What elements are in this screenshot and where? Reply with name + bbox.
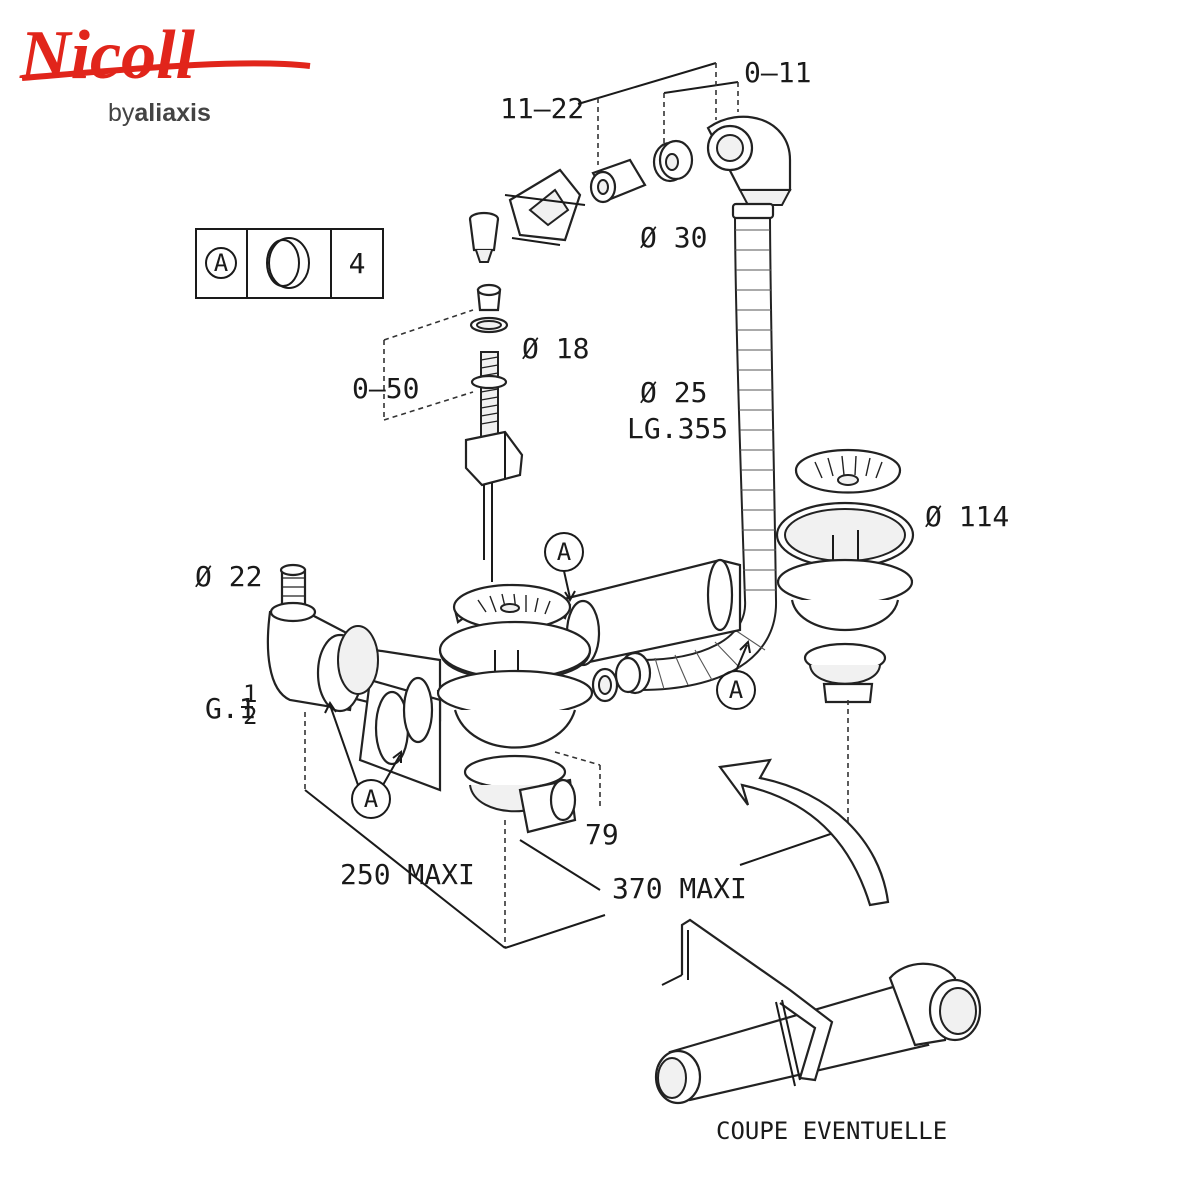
hose-connector-nut: [591, 651, 652, 703]
logo-swoosh: [21, 60, 311, 81]
dim-250-label: 250 MAXI: [340, 858, 475, 891]
hose-ribs: [654, 229, 776, 690]
svg-text:A: A: [729, 676, 744, 704]
cut-pipe-detail: [654, 962, 982, 1105]
svg-text:A: A: [557, 538, 572, 566]
push-rod-dimension: [383, 309, 474, 421]
dim-0-11-label: 0–11: [744, 56, 811, 89]
overflow-cover: [652, 139, 694, 183]
callout-a-bottom: A: [324, 701, 402, 819]
control-knob: [468, 211, 500, 263]
overflow-dimension-leaders: [577, 62, 739, 165]
dim-79-label: 79: [585, 818, 619, 851]
svg-text:A: A: [364, 785, 379, 813]
diam-25-label: Ø 25: [640, 376, 707, 409]
left-strainer-basket: [436, 583, 594, 834]
tagline-name: aliaxis: [134, 99, 210, 127]
thread-frac-num: 1: [243, 680, 257, 708]
right-strainer-basket: [775, 448, 915, 704]
diam-22-label: Ø 22: [195, 560, 262, 593]
length-355-label: LG.355: [627, 412, 728, 445]
cut-note-label: COUPE EVENTUELLE: [716, 1117, 947, 1145]
hacksaw-icon: [661, 918, 834, 1087]
overflow-head: [706, 115, 792, 206]
legend-symbol: A: [214, 249, 229, 277]
diam-18-label: Ø 18: [522, 332, 589, 365]
dim-370-label: 370 MAXI: [612, 872, 747, 905]
diam-114-label: Ø 114: [925, 500, 1009, 533]
bottom-dimension-lines: [304, 700, 849, 949]
thread-g-text: G.1: [205, 692, 256, 725]
callout-a-top: A: [544, 532, 584, 602]
tagline: byaliaxis: [108, 99, 211, 127]
dim-11-22-label: 11–22: [500, 92, 584, 125]
tagline-prefix: by: [108, 99, 135, 127]
seal-ring-icon: [266, 237, 310, 289]
push-rod-assembly: [464, 283, 524, 582]
dishwasher-hose-tail: [266, 563, 379, 713]
legend-quantity: 4: [349, 247, 366, 280]
legend-box: A 4: [195, 228, 384, 299]
dim-0-50-label: 0–50: [352, 372, 419, 405]
curved-arrow-icon: [718, 758, 890, 907]
logo-text: Nicoll: [19, 17, 196, 94]
diam-30-label: Ø 30: [640, 221, 707, 254]
thread-frac-den: 2: [243, 702, 257, 730]
control-bracket: [504, 168, 586, 246]
flexible-overflow-hose: [639, 202, 778, 691]
callout-a-right: A: [716, 639, 756, 710]
thread-g-label: G.1: [205, 692, 256, 725]
overflow-sleeve: [589, 158, 647, 204]
brand-logo: Nicoll byaliaxis: [19, 17, 311, 127]
legend-callout-circle: [205, 247, 237, 279]
